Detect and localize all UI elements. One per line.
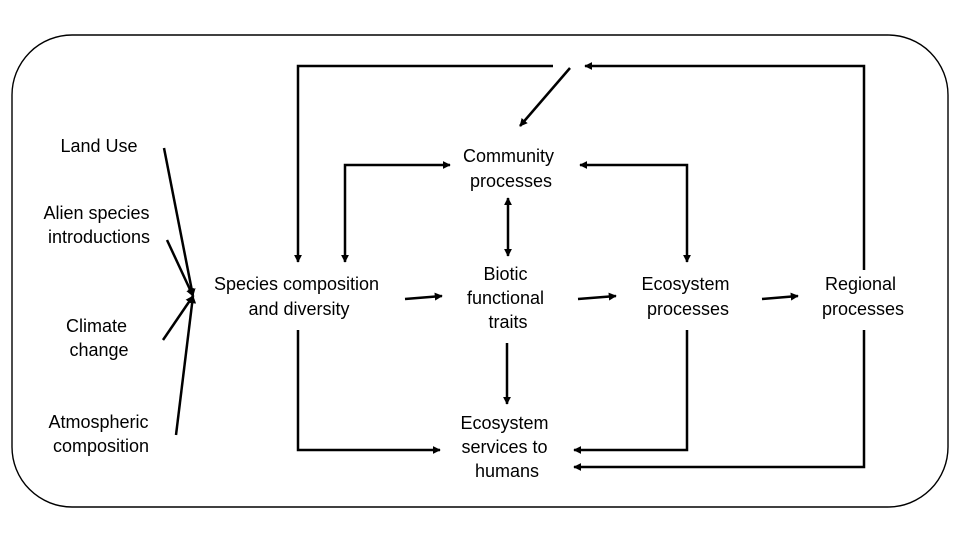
arrow-alien-species-to-species [165, 239, 195, 297]
arrow-feedback-to-community [519, 67, 571, 127]
driver-land-use: Land Use [60, 136, 137, 156]
arrow-traits-to-ecosystem [577, 292, 617, 301]
arrow-regional-to-services [573, 330, 866, 471]
arrow-ecosystem-to-regional [761, 292, 799, 301]
node-biotic-traits: Biotic functional traits [467, 264, 549, 332]
node-regional-processes: Regional processes [822, 274, 904, 319]
driver-atmospheric-composition: Atmospheric composition [48, 412, 153, 456]
node-community-processes: Community processes [463, 146, 559, 191]
arrow-species-to-services [296, 330, 441, 454]
node-ecosystem-processes: Ecosystem processes [641, 274, 734, 319]
diagram-border [11, 34, 949, 508]
node-species-composition: Species composition and diversity [214, 274, 384, 319]
arrow-species-to-traits [404, 292, 443, 301]
arrow-climate-to-species [161, 295, 195, 341]
node-ecosystem-services: Ecosystem services to humans [460, 413, 553, 481]
arrow-feedback-to-species [294, 64, 553, 263]
arrow-land-use-to-species [162, 147, 196, 297]
arrow-community-ecosystem [579, 161, 691, 263]
arrow-species-community [341, 161, 451, 263]
arrow-ecosystem-to-services [573, 330, 689, 454]
arrow-regional-to-top [584, 62, 866, 270]
driver-climate-change: Climate change [66, 316, 132, 360]
driver-alien-species: Alien species introductions [43, 203, 154, 247]
arrow-atmospheric-to-species [174, 295, 197, 436]
